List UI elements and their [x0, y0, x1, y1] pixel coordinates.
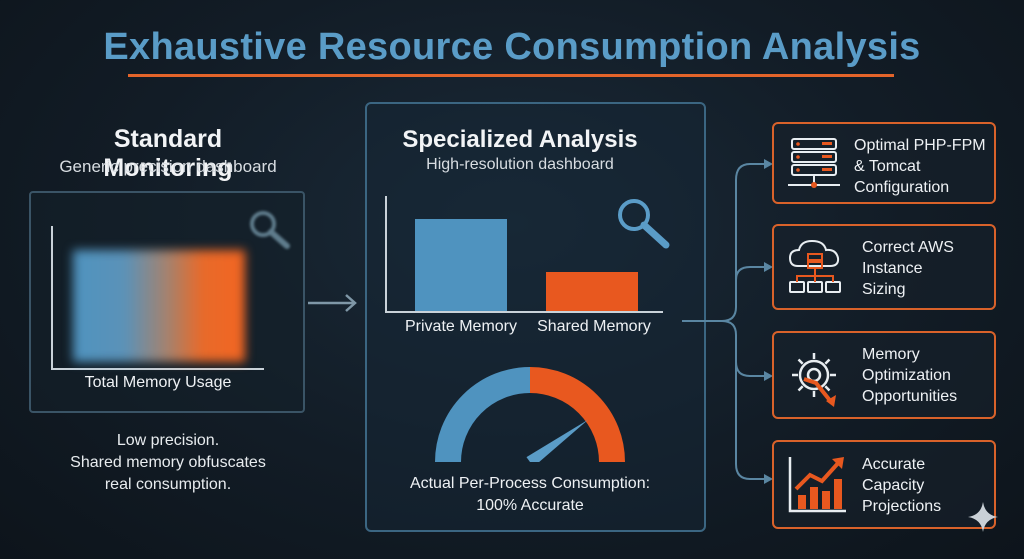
- right-arrow-icon: [308, 294, 357, 312]
- accuracy-gauge: [435, 367, 625, 462]
- gauge-needle: [526, 419, 589, 462]
- outcome-line: Configuration: [854, 179, 950, 196]
- outcome-line: Correct AWS: [862, 239, 954, 256]
- blurred-magnifier-icon: [250, 211, 290, 249]
- specialized-subheading: High-resolution dashboard: [426, 156, 614, 173]
- standard-note: Low precision. Shared memory obfuscates …: [40, 430, 296, 496]
- blurred-total-memory-bar: [73, 250, 245, 362]
- specialized-x-axis: [385, 311, 663, 313]
- outcome-text: Accurate Capacity Projections: [862, 454, 996, 517]
- outcome-text: Optimal PHP-FPM & Tomcat Configuration: [854, 135, 996, 198]
- page-title: Exhaustive Resource Consumption Analysis: [103, 26, 921, 68]
- bar-private-memory: [415, 219, 507, 311]
- outcome-line: Opportunities: [862, 388, 958, 405]
- gauge-orange-arc: [529, 367, 625, 462]
- outcome-card-php-tomcat: Optimal PHP-FPM & Tomcat Configuration: [772, 122, 996, 204]
- outcome-line: & Tomcat: [854, 158, 921, 175]
- outcome-line: Sizing: [862, 281, 906, 298]
- specialized-y-axis: [385, 196, 387, 312]
- standard-note-line: Shared memory obfuscates: [70, 454, 266, 471]
- gauge-blue-arc: [435, 367, 531, 462]
- gauge-label-line: 100% Accurate: [476, 497, 584, 514]
- tick-label-private-memory: Private Memory: [404, 318, 518, 335]
- title-underline: [128, 74, 894, 77]
- standard-subheading: Generic precision dashboard: [59, 157, 277, 176]
- standard-y-axis: [51, 226, 53, 369]
- cloud-network-icon: [788, 239, 841, 293]
- outcome-card-capacity-projections: Accurate Capacity Projections: [772, 440, 996, 529]
- growth-chart-icon: [788, 457, 846, 513]
- standard-note-line: real consumption.: [104, 476, 232, 493]
- outcome-line: Instance: [862, 260, 923, 277]
- outcome-card-aws-sizing: Correct AWS Instance Sizing: [772, 224, 996, 310]
- magnifier-icon: [618, 199, 670, 249]
- specialized-heading: Specialized Analysis: [402, 126, 638, 153]
- outcome-text: Correct AWS Instance Sizing: [862, 237, 996, 300]
- outcome-line: Projections: [862, 498, 942, 515]
- bar-shared-memory: [546, 272, 638, 311]
- sparkle-icon: [968, 502, 998, 532]
- gauge-label: Actual Per-Process Consumption: 100% Acc…: [380, 473, 680, 517]
- standard-x-axis: [51, 368, 264, 370]
- outcome-line: Memory: [862, 346, 920, 363]
- tick-label-shared-memory: Shared Memory: [537, 318, 651, 335]
- standard-note-line: Low precision.: [116, 432, 220, 449]
- gear-trend-down-icon: [792, 353, 836, 407]
- outcome-line: Capacity: [862, 477, 925, 494]
- outcome-line: Optimal PHP-FPM: [854, 137, 986, 154]
- gauge-label-line: Actual Per-Process Consumption:: [409, 475, 651, 492]
- outcome-line: Accurate: [862, 456, 926, 473]
- outcome-card-memory-optimization: Memory Optimization Opportunities: [772, 331, 996, 419]
- standard-heading: Standard Monitoring: [103, 125, 233, 182]
- outcome-text: Memory Optimization Opportunities: [862, 344, 996, 407]
- outcome-line: Optimization: [862, 367, 951, 384]
- standard-chart-label: Total Memory Usage: [84, 374, 232, 391]
- server-rack-icon: [788, 138, 840, 188]
- outcome-connector-lines: [682, 159, 773, 484]
